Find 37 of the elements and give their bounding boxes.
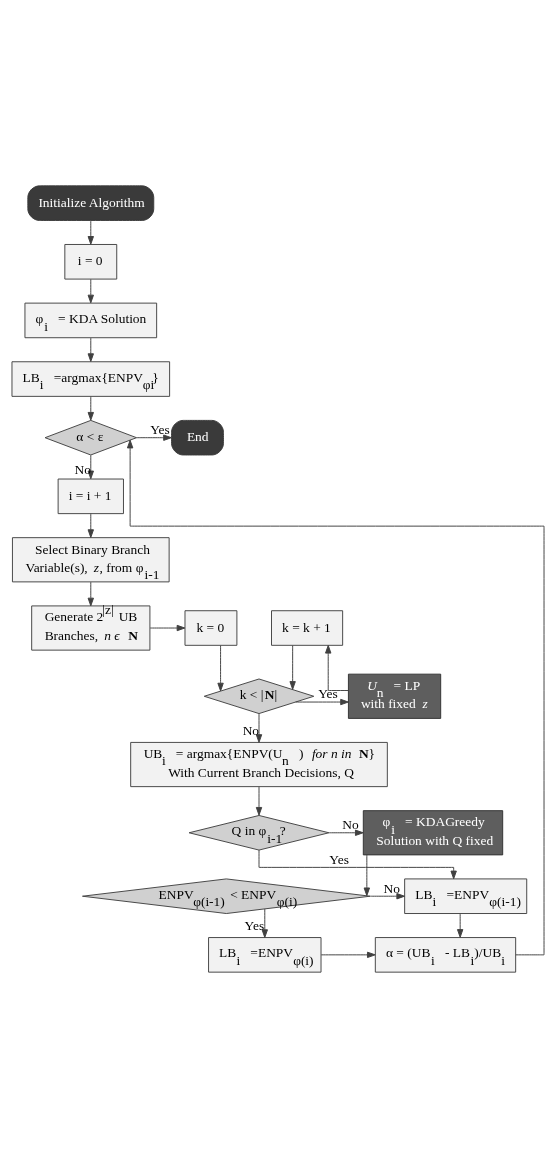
arrow [87,278,94,303]
arrow [289,644,296,690]
arrow [328,829,364,836]
edge-label: Yes [244,917,265,933]
arrow [255,785,263,816]
arrow [87,219,94,245]
arrow [87,395,94,421]
node-box: i = i + 1 [57,478,124,514]
arrow [369,892,406,899]
arrow [87,337,94,362]
arrow [320,951,376,958]
node-box: i = 0 [64,243,118,280]
edge-label: No [383,880,401,896]
arrow [87,454,94,479]
arrow [87,512,94,538]
node-box: k = k + 1 [271,609,344,646]
edge-label: Yes [329,851,349,867]
arrow [149,624,186,631]
edge-label: No [74,461,91,477]
arrow [258,849,457,879]
edge-label: Yes [318,685,338,701]
node-box: End [171,419,224,455]
arrow [295,698,349,705]
arrow [217,644,224,691]
arrow [457,912,464,938]
edge-label: No [242,722,260,738]
edge-label: Yes [150,421,170,437]
arrow [325,644,349,691]
arrow [261,907,268,938]
arrow [255,712,263,743]
arrow [87,581,94,606]
node-box: Initialize Algorithm [27,184,155,221]
arrow [363,854,370,896]
edge-label: No [342,816,359,832]
node-box: k = 0 [184,609,238,646]
arrow [126,439,545,955]
arrow [136,434,172,441]
